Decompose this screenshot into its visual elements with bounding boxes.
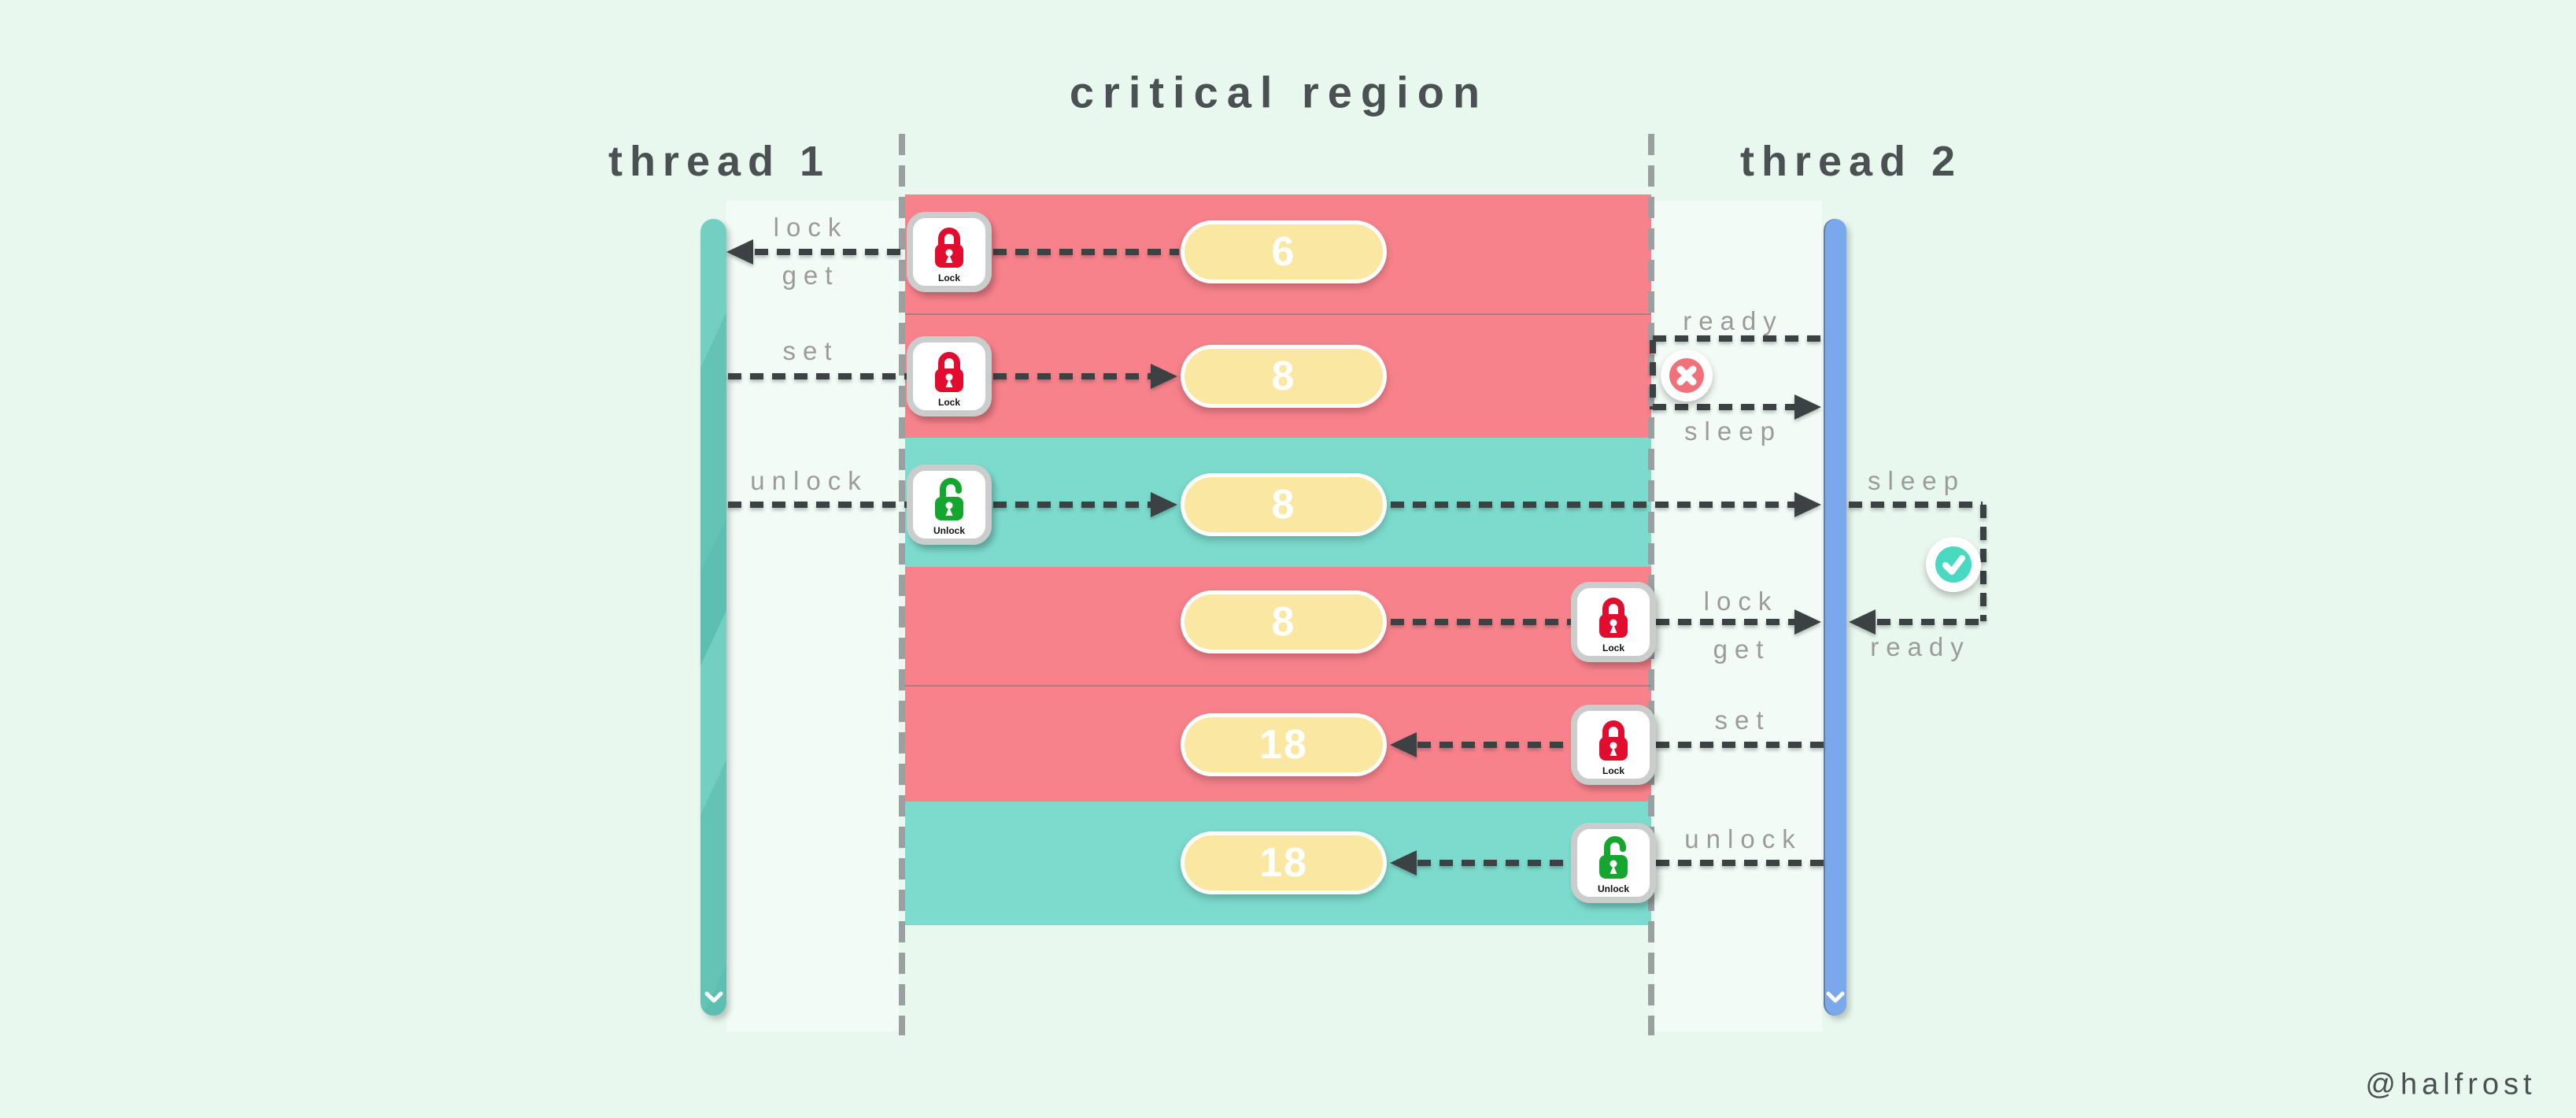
lock-icon-card: Lock: [1571, 705, 1656, 785]
dashed-connector: [728, 373, 907, 379]
value-text: 8: [1271, 482, 1296, 528]
dashed-connector: [1656, 860, 1824, 866]
chevron-down-icon: [704, 991, 723, 1003]
value-pill: 18: [1181, 831, 1387, 894]
thread-1-label: thread 1: [608, 138, 831, 185]
chevron-down-icon: [1826, 991, 1844, 1003]
watermark: @halfrost: [2365, 1068, 2537, 1101]
dashed-connector: [1391, 619, 1571, 625]
arrowhead-right: [1151, 364, 1177, 389]
arrowhead-left: [1390, 732, 1417, 757]
success-check-icon: [1926, 537, 1981, 592]
dashed-connector: [1980, 505, 1987, 621]
arrowhead-left: [1849, 609, 1876, 635]
unlock-icon-card: Unlock: [1571, 823, 1656, 903]
status-label-ready: ready: [1683, 306, 1783, 335]
dashed-connector: [755, 249, 907, 255]
dashed-connector: [1650, 340, 1656, 409]
dashed-connector: [1653, 404, 1794, 410]
value-text: 18: [1259, 722, 1308, 768]
fail-x-icon: [1661, 350, 1713, 402]
value-pill: 6: [1181, 220, 1387, 283]
arrowhead-right: [1151, 492, 1177, 517]
value-text: 18: [1259, 840, 1308, 886]
lock-icon: [1599, 720, 1628, 761]
arrowhead-right: [1794, 394, 1821, 420]
value-pill: 18: [1181, 713, 1387, 776]
icon-caption: Lock: [1602, 642, 1624, 653]
unlock-icon-card: Unlock: [907, 465, 992, 545]
dashed-connector: [993, 502, 1151, 508]
unlock-icon: [935, 478, 963, 520]
lock-icon-card: Lock: [907, 336, 992, 416]
critical-region-left-border: [899, 134, 905, 1035]
action-label-get: get: [1713, 635, 1771, 664]
dashed-connector: [1656, 619, 1794, 625]
value-pill: 8: [1181, 590, 1387, 653]
check-mark-icon: [1942, 555, 1965, 575]
action-label-set: set: [782, 336, 839, 365]
dashed-connector: [993, 373, 1151, 379]
icon-caption: Unlock: [1597, 883, 1629, 894]
lock-icon-card: Lock: [1571, 582, 1656, 662]
dashed-connector: [1877, 619, 1983, 625]
lock-icon: [935, 352, 963, 392]
action-label-lock: lock: [1703, 587, 1779, 616]
arrowhead-left: [1390, 850, 1417, 876]
dashed-connector: [1417, 742, 1571, 748]
lock-icon: [935, 228, 963, 268]
arrowhead-right: [1794, 492, 1821, 517]
status-label-sleep: sleep: [1868, 466, 1965, 495]
lock-icon: [1599, 598, 1628, 638]
action-label-unlock: unlock: [1684, 824, 1802, 853]
arrowhead-right: [1794, 609, 1821, 635]
action-label-get: get: [782, 261, 840, 290]
action-label-unlock: unlock: [750, 466, 868, 495]
value-pill: 8: [1181, 345, 1387, 408]
unlock-icon: [1599, 836, 1628, 879]
thread1-annotation-panel: [726, 201, 899, 1031]
lock-icon-card: Lock: [907, 212, 992, 292]
action-label-lock: lock: [773, 213, 848, 242]
icon-caption: Unlock: [933, 525, 965, 536]
status-label-ready: ready: [1870, 632, 1971, 661]
band-separator: [905, 685, 1651, 687]
icon-caption: Lock: [937, 272, 960, 283]
dashed-connector: [1656, 742, 1824, 748]
x-mark-icon: [1676, 365, 1697, 386]
icon-caption: Lock: [937, 397, 960, 408]
icon-caption: Lock: [1602, 765, 1624, 776]
value-text: 8: [1271, 599, 1296, 645]
dashed-connector: [1849, 502, 1983, 508]
action-label-set: set: [1714, 705, 1771, 735]
thread-1-lifeline: [700, 219, 726, 1016]
arrowhead-left: [726, 239, 753, 265]
dashed-connector: [1417, 860, 1571, 866]
dashed-connector: [1653, 335, 1824, 342]
dashed-connector: [993, 249, 1179, 255]
value-text: 6: [1271, 229, 1296, 275]
status-label-sleep: sleep: [1684, 416, 1782, 446]
thread-2-lifeline: [1824, 219, 1846, 1016]
page-title: critical region: [1069, 67, 1489, 117]
value-text: 8: [1271, 354, 1296, 399]
critical-region-right-border: [1648, 134, 1654, 1035]
value-pill: 8: [1181, 473, 1387, 536]
band-separator: [905, 313, 1651, 315]
dashed-connector: [728, 502, 907, 508]
thread-2-label: thread 2: [1739, 138, 1963, 185]
dashed-connector: [1391, 502, 1794, 508]
